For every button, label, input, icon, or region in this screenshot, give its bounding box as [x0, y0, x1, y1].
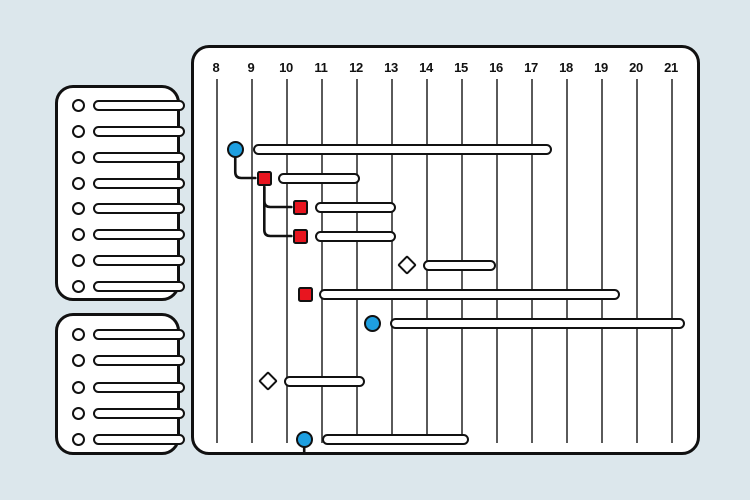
axis-tick-label-8: 8 [212, 60, 220, 75]
gridline [531, 79, 533, 443]
list-item[interactable] [72, 379, 185, 395]
list-item-placeholder-bar [93, 100, 185, 112]
gridline [636, 79, 638, 443]
list-item[interactable] [72, 278, 185, 294]
gridline [566, 79, 568, 443]
axis-tick-label-19: 19 [594, 60, 608, 75]
list-item-placeholder-bar [93, 177, 185, 189]
circle-bullet-icon [72, 125, 85, 139]
task-bar[interactable] [278, 172, 361, 184]
circle-bullet-icon [72, 354, 85, 368]
circle-bullet-icon [72, 433, 85, 447]
task-list-secondary-panel [55, 313, 185, 455]
circle-bullet-icon [72, 253, 85, 267]
gantt-grid-area: 8 9 10 11 12 13 14 15 16 17 18 19 20 21 [194, 48, 697, 452]
list-item-placeholder-bar [93, 328, 185, 340]
axis-tick-label-13: 13 [384, 60, 398, 75]
list-item-placeholder-bar [93, 229, 185, 241]
task-bar[interactable] [389, 317, 685, 329]
milestone-circle-marker[interactable] [363, 314, 381, 332]
circle-bullet-icon [72, 228, 85, 242]
circle-bullet-icon [72, 176, 85, 190]
task-bar[interactable] [284, 375, 365, 387]
task-list-primary-panel [55, 85, 185, 301]
axis-tick-label-16: 16 [489, 60, 503, 75]
axis-tick-label-9: 9 [247, 60, 255, 75]
gridline [251, 79, 253, 443]
milestone-diamond-marker[interactable] [396, 255, 417, 275]
milestone-square-marker[interactable] [292, 199, 308, 215]
gridline [601, 79, 603, 443]
gantt-timeline-panel[interactable]: 8 9 10 11 12 13 14 15 16 17 18 19 20 21 [191, 45, 700, 455]
circle-bullet-icon [72, 327, 85, 341]
gridline [496, 79, 498, 443]
gridline [671, 79, 673, 443]
gridline [321, 79, 323, 443]
list-item[interactable] [72, 353, 185, 369]
list-item-placeholder-bar [93, 254, 185, 266]
milestone-diamond-marker[interactable] [257, 371, 278, 391]
list-item-placeholder-bar [93, 407, 185, 419]
list-item-placeholder-bar [93, 203, 185, 215]
list-item[interactable] [72, 432, 185, 448]
milestone-circle-marker[interactable] [295, 430, 313, 448]
milestone-square-marker[interactable] [292, 228, 308, 244]
circle-bullet-icon [72, 406, 85, 420]
list-item-placeholder-bar [93, 151, 185, 163]
milestone-square-marker[interactable] [297, 286, 313, 302]
milestone-circle-marker[interactable] [226, 140, 244, 158]
task-bar[interactable] [319, 288, 621, 300]
circle-bullet-icon [72, 380, 85, 394]
list-item-placeholder-bar [93, 434, 185, 446]
axis-tick-label-20: 20 [629, 60, 643, 75]
circle-bullet-icon [72, 279, 85, 293]
list-item-placeholder-bar [93, 280, 185, 292]
circle-bullet-icon [72, 99, 85, 113]
list-item[interactable] [72, 124, 185, 140]
axis-tick-label-15: 15 [454, 60, 468, 75]
axis-tick-label-18: 18 [559, 60, 573, 75]
axis-tick-label-14: 14 [419, 60, 433, 75]
axis-tick-label-21: 21 [664, 60, 678, 75]
list-item[interactable] [72, 175, 185, 191]
task-bar[interactable] [422, 259, 496, 271]
gridline [391, 79, 393, 443]
task-bar[interactable] [321, 433, 469, 445]
axis-tick-label-12: 12 [349, 60, 363, 75]
axis-tick-label-10: 10 [279, 60, 293, 75]
dependency-link [302, 446, 306, 452]
list-item-placeholder-bar [93, 381, 185, 393]
list-item-placeholder-bar [93, 126, 185, 138]
list-item[interactable] [72, 405, 185, 421]
milestone-square-marker[interactable] [256, 170, 272, 186]
dependency-connector-group [233, 156, 306, 452]
list-item[interactable] [72, 326, 185, 342]
list-item[interactable] [72, 98, 185, 114]
circle-bullet-icon [72, 150, 85, 164]
list-item[interactable] [72, 252, 185, 268]
list-item[interactable] [72, 227, 185, 243]
axis-tick-label-11: 11 [314, 60, 328, 75]
circle-bullet-icon [72, 202, 85, 216]
list-item[interactable] [72, 149, 185, 165]
list-item[interactable] [72, 201, 185, 217]
gridline [356, 79, 358, 443]
list-item-placeholder-bar [93, 355, 185, 367]
gridline [286, 79, 288, 443]
gridline [216, 79, 218, 443]
task-bar[interactable] [315, 201, 396, 213]
axis-tick-label-17: 17 [524, 60, 538, 75]
task-bar[interactable] [315, 230, 396, 242]
task-bar[interactable] [252, 143, 552, 155]
